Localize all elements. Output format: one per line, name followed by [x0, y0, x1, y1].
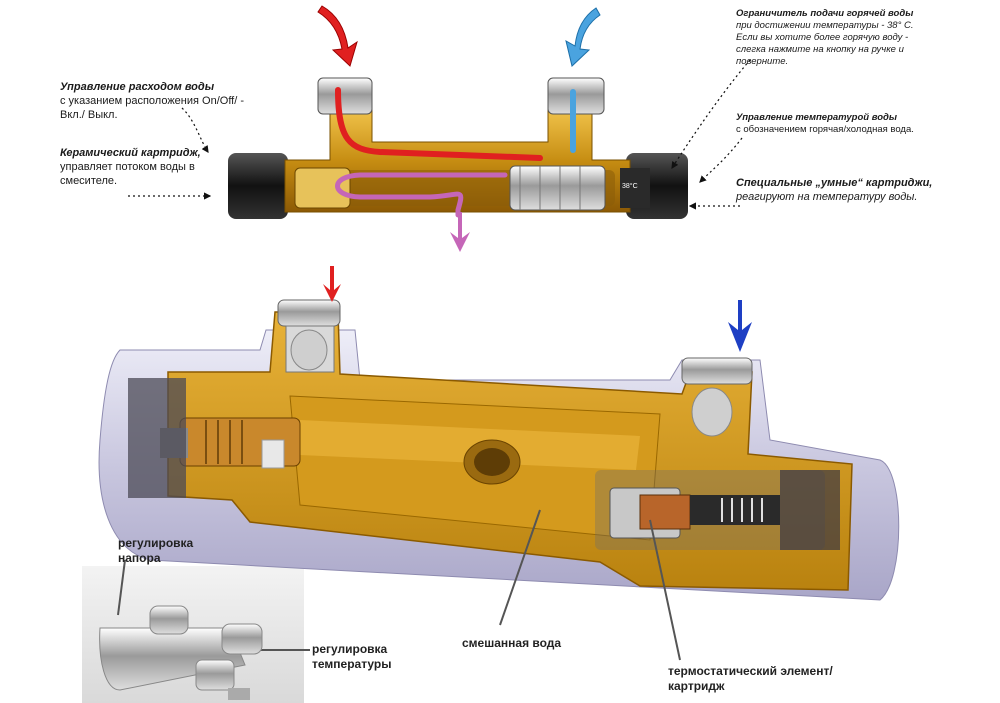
hot-inlet-nut — [317, 77, 373, 115]
flow-control-desc: с указанием расположения On/Off/ - Вкл./… — [60, 95, 245, 121]
temperature-adjust-label: регулировка температуры — [312, 642, 392, 671]
hot-flow-line — [335, 87, 543, 161]
flow-control-title: Управление расходом воды — [60, 81, 215, 93]
pressure-adjust-label: регулировка напора — [118, 536, 194, 565]
hot-water-arrow — [317, 5, 358, 67]
ceramic-cartridge — [294, 167, 351, 209]
hot-limiter-label: Ограничитель подачи горячей воды при дос… — [736, 8, 926, 68]
smart-cartridge-label: Специальные „умные“ картриджи, реагируют… — [736, 176, 986, 204]
hot-limiter-title: Ограничитель подачи горячей воды — [736, 8, 914, 19]
hot-limiter-desc: при достижении температуры - 38° С. Если… — [736, 20, 914, 67]
temp-control-desc: с обозначением горячая/холодная вода. — [736, 124, 914, 135]
temp-control-title: Управление температурой воды — [736, 112, 897, 123]
left-handle — [228, 153, 288, 219]
mixed-flow-line — [335, 172, 508, 218]
dial-temperature-mark: 38°C — [622, 183, 638, 190]
smart-desc: реагируют на температуру воды. — [736, 191, 918, 203]
thermostatic-cartridge — [509, 165, 606, 211]
thermostatic-element-label: термостатический элемент/ картридж — [668, 664, 833, 693]
cold-water-arrow — [565, 7, 601, 67]
smart-title: Специальные „умные“ картриджи, — [736, 177, 933, 189]
cutaway-assembly — [98, 266, 900, 601]
mixed-water-arrow — [450, 212, 470, 252]
cold-inlet-cutaway — [681, 357, 753, 385]
hot-inlet-cutaway — [277, 299, 341, 327]
top-cross-section — [228, 5, 688, 252]
ceramic-title: Керамический картридж, — [60, 147, 201, 159]
top-leader-lines — [128, 59, 751, 210]
temp-control-label: Управление температурой воды с обозначен… — [736, 112, 926, 136]
ceramic-cartridge-label: Керамический картридж, управляет потоком… — [60, 146, 220, 188]
mixed-water-label: смешанная вода — [462, 636, 562, 650]
cold-inlet-arrow — [728, 300, 752, 352]
faucet-photo — [99, 605, 263, 700]
ceramic-desc: управляет потоком воды в смесителе. — [60, 161, 195, 187]
hot-inlet-arrow — [323, 266, 341, 302]
flow-control-label: Управление расходом воды с указанием рас… — [60, 80, 250, 122]
